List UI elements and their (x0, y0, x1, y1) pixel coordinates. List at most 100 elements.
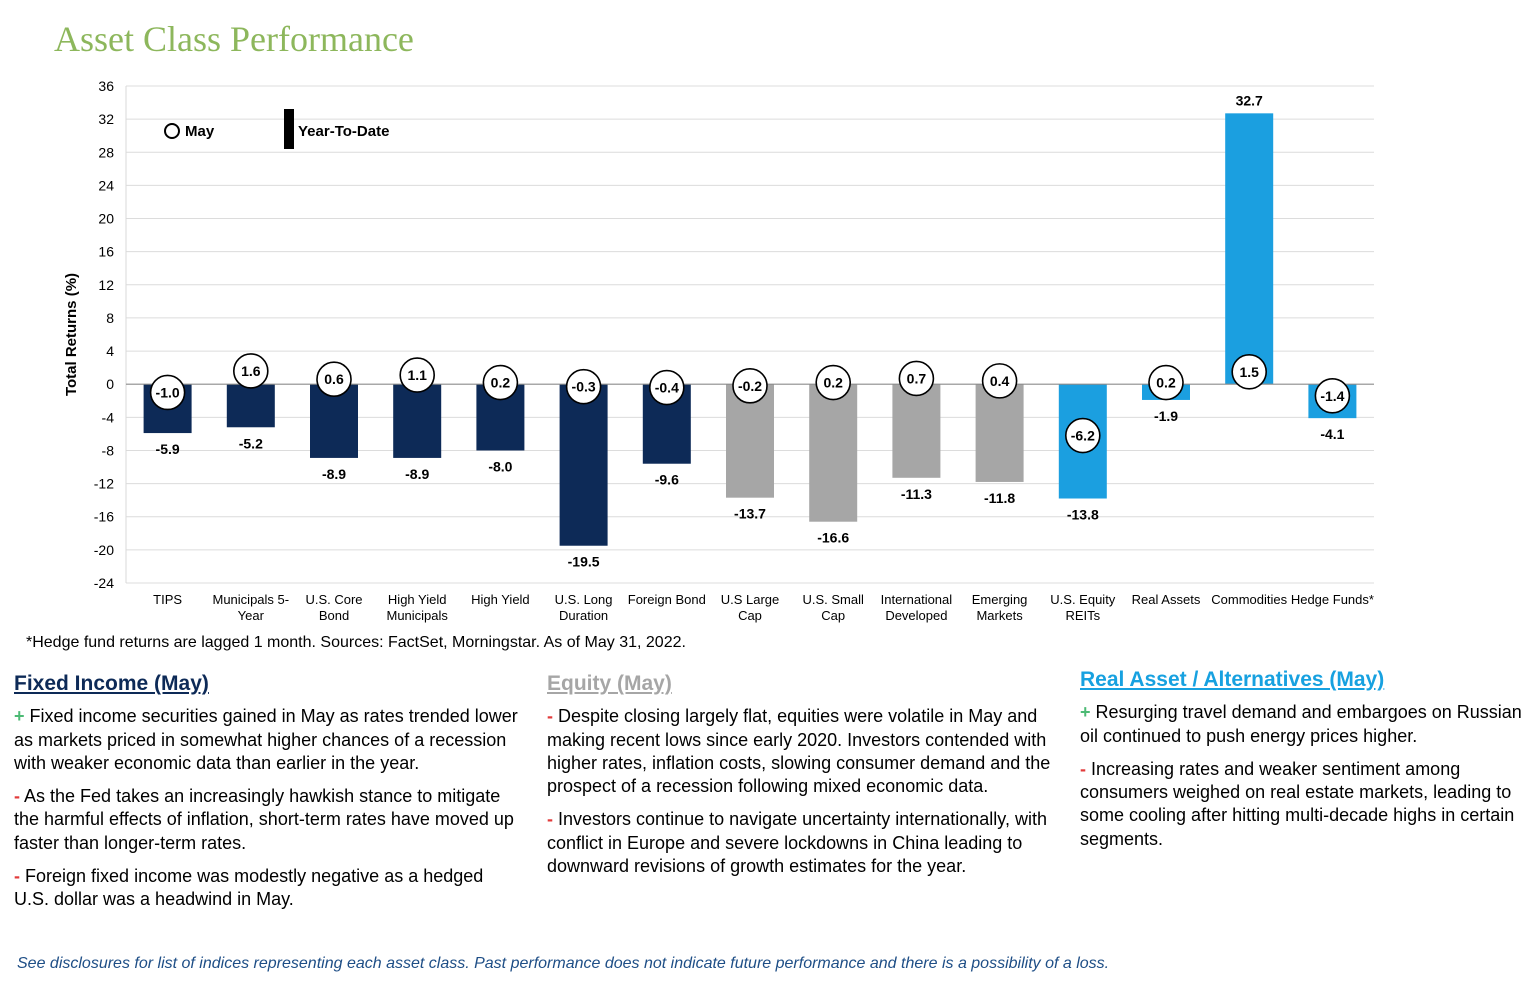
y-tick-label: 16 (98, 244, 114, 260)
minus-sign: - (547, 706, 553, 727)
legend-may-label: May (185, 123, 215, 140)
equity-heading: Equity (May) (547, 672, 672, 695)
y-tick-label: 20 (98, 211, 114, 227)
ytd-bar (975, 384, 1024, 482)
may-data-label: -0.4 (655, 380, 679, 396)
minus-sign: - (14, 786, 20, 807)
ytd-data-label: -13.7 (734, 506, 766, 522)
x-category-label: Duration (559, 608, 608, 623)
plus-sign: + (14, 706, 25, 727)
fixed-income-section: Fixed Income (May) + Fixed income securi… (14, 672, 519, 922)
equity-section: Equity (May) - Despite closing largely f… (547, 672, 1057, 888)
x-category-label: U.S Large (721, 592, 780, 607)
ytd-bar (226, 384, 275, 428)
may-marker (898, 360, 935, 397)
x-category-label: Municipals (386, 608, 448, 623)
minus-sign: - (1080, 758, 1086, 779)
may-marker (1231, 353, 1267, 390)
y-axis-title: Total Returns (%) (63, 273, 80, 396)
x-category-label: Real Assets (1132, 592, 1201, 607)
ytd-data-label: -4.1 (1320, 426, 1344, 442)
real-assets-heading: Real Asset / Alternatives (May) (1080, 668, 1385, 691)
may-marker (399, 357, 436, 393)
x-category-label: TIPS (153, 592, 182, 607)
ytd-data-label: -8.9 (322, 466, 346, 482)
may-data-label: 1.5 (1239, 364, 1259, 380)
real-assets-bullet: - Increasing rates and weaker sentiment … (1080, 758, 1530, 851)
x-category-label: Cap (738, 608, 762, 623)
y-tick-label: 32 (98, 111, 114, 127)
bullet-text: Resurging travel demand and embargoes on… (1080, 702, 1522, 746)
x-category-label: Hedge Funds* (1291, 592, 1374, 607)
ytd-bar (809, 384, 858, 522)
may-data-label: -6.2 (1071, 428, 1095, 444)
may-marker (981, 363, 1018, 399)
ytd-data-label: -5.9 (156, 441, 180, 457)
may-marker (1065, 417, 1101, 454)
may-marker (233, 353, 269, 389)
y-tick-label: -16 (94, 509, 114, 525)
may-data-label: 0.6 (324, 371, 344, 387)
ytd-data-label: 32.7 (1236, 92, 1263, 108)
y-tick-label: 24 (98, 177, 114, 193)
ytd-data-label: -19.5 (568, 554, 600, 570)
x-category-label: High Yield (471, 592, 530, 607)
page-title: Asset Class Performance (54, 19, 414, 59)
x-category-label: U.S. Equity (1050, 592, 1116, 607)
ytd-data-label: -11.8 (984, 490, 1015, 506)
may-marker (648, 369, 685, 406)
may-data-label: -0.3 (572, 379, 596, 395)
fixed-income-heading: Fixed Income (May) (14, 672, 209, 695)
y-tick-label: 28 (98, 144, 114, 160)
ytd-data-label: -8.9 (405, 466, 429, 482)
may-data-label: -0.2 (738, 378, 762, 394)
equity-bullet: - Investors continue to navigate uncerta… (547, 808, 1057, 878)
minus-sign: - (14, 866, 20, 887)
may-data-label: -1.0 (156, 384, 180, 400)
bullet-text: Increasing rates and weaker sentiment am… (1080, 758, 1515, 849)
x-category-label: Municipals 5- (213, 592, 290, 607)
may-data-label: 0.2 (491, 375, 511, 391)
ytd-bar (393, 384, 442, 458)
ytd-data-label: -8.0 (488, 458, 512, 474)
x-category-label: International (881, 592, 953, 607)
ytd-data-label: -16.6 (817, 530, 849, 546)
may-marker (482, 364, 519, 401)
ytd-data-label: -13.8 (1067, 507, 1099, 523)
may-marker (565, 368, 602, 405)
chart-footnote: *Hedge fund returns are lagged 1 month. … (26, 634, 686, 651)
x-category-label: U.S. Core (305, 592, 362, 607)
y-tick-label: -4 (102, 409, 115, 425)
legend-ytd-marker (284, 109, 294, 149)
bullet-text: Investors continue to navigate uncertain… (547, 809, 1047, 877)
x-category-label: Bond (319, 608, 349, 623)
disclaimer: See disclosures for list of indices repr… (17, 955, 1110, 972)
may-marker (149, 374, 186, 411)
y-tick-label: 12 (98, 277, 114, 293)
bullet-text: As the Fed takes an increasingly hawkish… (14, 786, 514, 853)
may-data-label: 0.2 (823, 375, 843, 391)
fixed-income-bullet: - As the Fed takes an increasingly hawki… (14, 785, 519, 855)
may-marker (732, 368, 768, 404)
x-category-label: U.S. Long (555, 592, 613, 607)
x-category-label: Markets (976, 608, 1023, 623)
may-data-label: -1.4 (1320, 388, 1344, 404)
ytd-bar (559, 384, 608, 546)
may-data-label: 0.2 (1156, 375, 1176, 391)
x-category-label: U.S. Small (802, 592, 864, 607)
may-marker (1148, 364, 1184, 401)
may-data-label: 1.1 (407, 367, 427, 383)
y-tick-label: -12 (94, 476, 114, 492)
x-category-label: Foreign Bond (628, 592, 706, 607)
may-data-label: 0.4 (990, 373, 1010, 389)
x-category-label: Commodities (1211, 592, 1287, 607)
x-category-label: Year (238, 608, 265, 623)
x-category-label: Developed (885, 608, 947, 623)
y-tick-label: -24 (94, 575, 114, 591)
real-assets-section: Real Asset / Alternatives (May) + Resurg… (1080, 668, 1530, 861)
x-category-label: Cap (821, 608, 845, 623)
ytd-data-label: -5.2 (239, 435, 263, 451)
may-data-label: 1.6 (241, 363, 261, 379)
legend-ytd-label: Year-To-Date (298, 123, 389, 140)
